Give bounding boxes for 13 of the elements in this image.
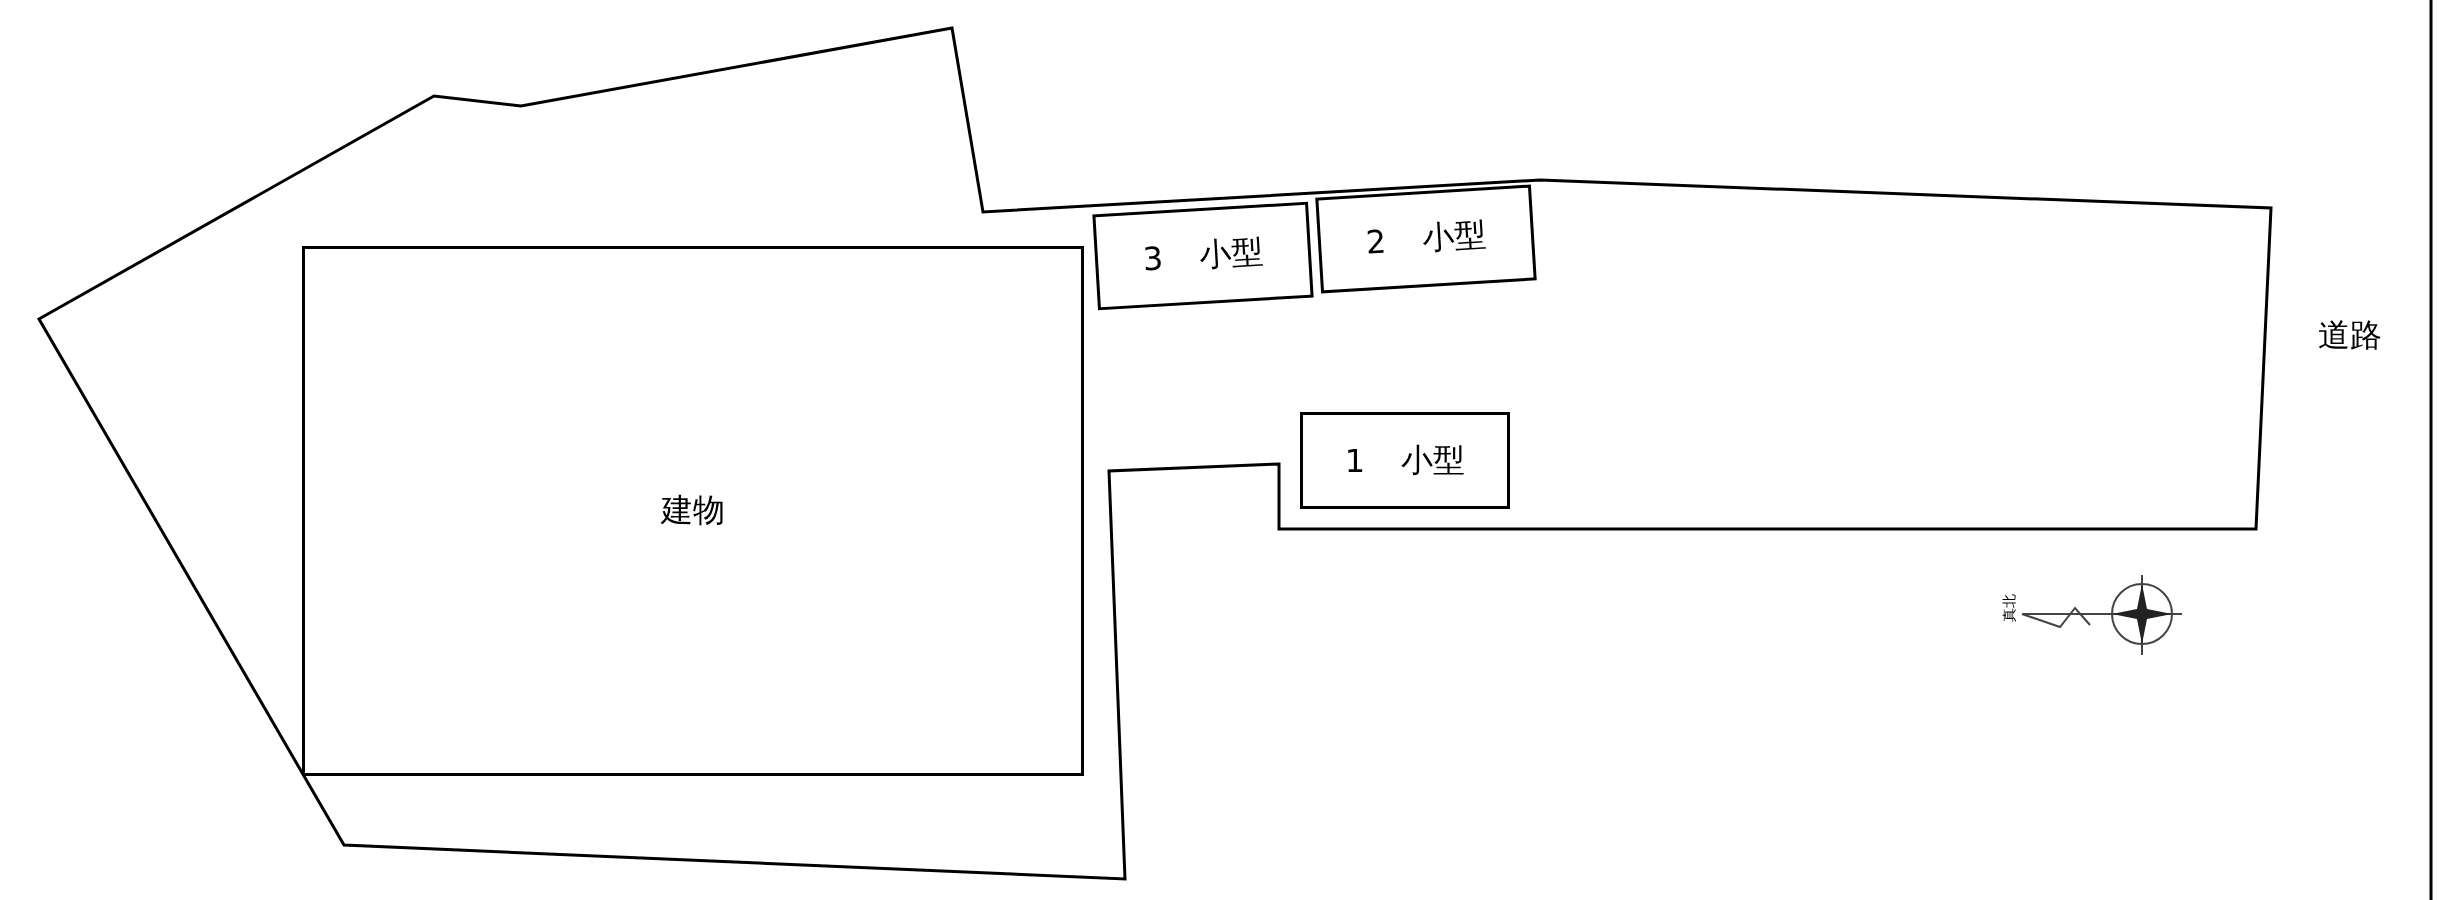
building-outline: [302, 246, 1084, 776]
parking-space: [1300, 412, 1510, 509]
space-type-text: 小型: [1401, 439, 1466, 481]
building-label: 建物: [661, 490, 725, 531]
space-type-text: 小型: [1420, 214, 1488, 260]
parking-space: [1092, 201, 1314, 311]
space-number: 1: [1344, 441, 1366, 480]
parking-space: [1315, 184, 1537, 294]
road-label: 道路: [2318, 318, 2382, 354]
space-number: 2: [1364, 222, 1388, 262]
true-north-label: 真北: [2002, 593, 2018, 622]
space-number: 3: [1141, 239, 1165, 279]
space-type-text: 小型: [1197, 231, 1265, 277]
